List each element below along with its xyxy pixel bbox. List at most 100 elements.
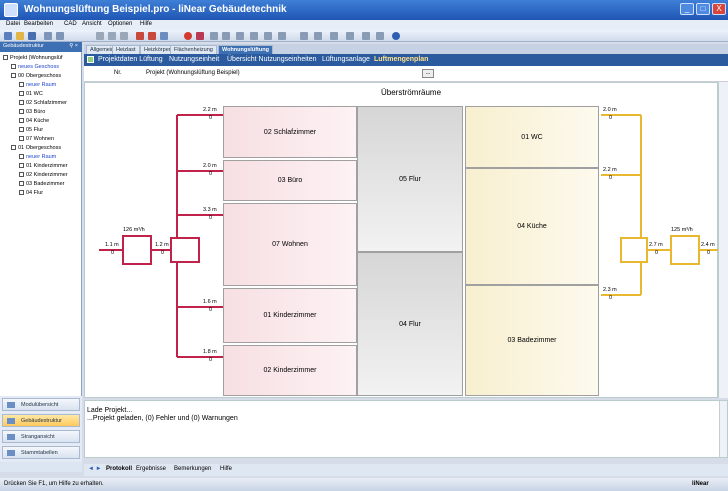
- supply-room[interactable]: 02 Kinderzimmer: [223, 345, 357, 396]
- tree-item[interactable]: 02 Kinderzimmer: [19, 172, 68, 178]
- supply-room[interactable]: 02 Schlafzimmer: [223, 106, 357, 158]
- tree-item[interactable]: 00 Obergeschoss: [11, 73, 61, 79]
- module-tab[interactable]: Wohnungslüftung: [218, 45, 273, 54]
- menu-optionen[interactable]: Optionen: [108, 21, 133, 27]
- tool12-icon[interactable]: [376, 32, 384, 40]
- supply-room[interactable]: 07 Wohnen: [223, 203, 357, 286]
- window-title: Wohnungslüftung Beispiel.pro - liNear Ge…: [24, 4, 287, 15]
- report-icon[interactable]: [196, 32, 204, 40]
- panel-pin-icon[interactable]: ⚲ ×: [69, 43, 78, 49]
- tool7-icon[interactable]: [300, 32, 308, 40]
- tree-item[interactable]: 01 Kinderzimmer: [19, 163, 68, 169]
- nav-first-icon[interactable]: ◄ ►: [88, 466, 102, 472]
- menu-bearbeiten[interactable]: Bearbeiten: [24, 21, 54, 27]
- tree-item[interactable]: 07 Wohnen: [19, 136, 54, 142]
- save-icon[interactable]: [28, 32, 36, 40]
- exhaust-room[interactable]: 01 WC: [465, 106, 599, 168]
- menu-datei[interactable]: Datei: [6, 21, 21, 27]
- log-line-2: ...Projekt geladen, (0) Fehler und (0) W…: [87, 415, 238, 422]
- supply-room[interactable]: 01 Kinderzimmer: [223, 288, 357, 343]
- maximize-button[interactable]: □: [696, 3, 710, 15]
- tree-item[interactable]: Projekt (Wohnungslüf: [3, 55, 62, 61]
- tree-item[interactable]: 03 Badezimmer: [19, 181, 65, 187]
- supply-flow-dist: 1.8 m: [203, 349, 217, 355]
- exhaust-room[interactable]: 04 Küche: [465, 168, 599, 285]
- nav-button[interactable]: Strangansicht: [2, 430, 80, 443]
- minimize-button[interactable]: _: [680, 3, 694, 15]
- tool9-icon[interactable]: [330, 32, 338, 40]
- tree-item[interactable]: 04 Küche: [19, 118, 49, 124]
- tool-icon[interactable]: [210, 32, 218, 40]
- browse-button[interactable]: ...: [422, 69, 434, 78]
- tool3-icon[interactable]: [236, 32, 244, 40]
- tree-item[interactable]: 01 Obergeschoss: [11, 145, 61, 151]
- right-in-dist: 2.7 m: [649, 242, 663, 248]
- tree-item[interactable]: neues Geschoss: [11, 64, 59, 70]
- distributor-right[interactable]: [620, 237, 648, 263]
- tree-item[interactable]: neuer Raum: [19, 82, 56, 88]
- tool4-icon[interactable]: [250, 32, 258, 40]
- overflow-room[interactable]: 05 Flur: [357, 106, 463, 252]
- exhaust-room[interactable]: 03 Badezimmer: [465, 285, 599, 396]
- tree-item-label: 03 Büro: [26, 109, 46, 115]
- new-icon[interactable]: [4, 32, 12, 40]
- nav-icon: [7, 402, 15, 408]
- nav-button[interactable]: Stammtabellen: [2, 446, 80, 459]
- tree-item[interactable]: neuer Raum: [19, 154, 56, 160]
- overflow-room[interactable]: 04 Flur: [357, 252, 463, 396]
- print-icon[interactable]: [160, 32, 168, 40]
- info-icon[interactable]: [392, 32, 400, 40]
- copy-icon[interactable]: [108, 32, 116, 40]
- menu-cad[interactable]: CAD: [64, 21, 77, 27]
- calc-icon[interactable]: [136, 32, 144, 40]
- subtab-projektdaten[interactable]: Projektdaten Lüftung: [98, 56, 163, 63]
- tool10-icon[interactable]: [346, 32, 354, 40]
- paste-icon[interactable]: [120, 32, 128, 40]
- tab-bemerkungen[interactable]: Bemerkungen: [174, 466, 212, 472]
- node-icon: [11, 73, 16, 79]
- menu-hilfe[interactable]: Hilfe: [140, 21, 153, 27]
- tree-item[interactable]: 05 Flur: [19, 127, 43, 133]
- distributor-left[interactable]: [170, 237, 200, 263]
- nav-button[interactable]: Gebäudestruktur: [2, 414, 80, 427]
- tree-item[interactable]: 02 Schlafzimmer: [19, 100, 67, 106]
- stop-icon[interactable]: [184, 32, 192, 40]
- undo-icon[interactable]: [44, 32, 52, 40]
- open-icon[interactable]: [16, 32, 24, 40]
- supply-room[interactable]: 03 Büro: [223, 160, 357, 201]
- nav-button[interactable]: Modulübersicht: [2, 398, 80, 411]
- tool11-icon[interactable]: [362, 32, 370, 40]
- left-in-dist: 1.1 m: [105, 242, 119, 248]
- subtab-uebersicht[interactable]: Übersicht Nutzungseinheiten: [227, 56, 317, 63]
- close-button[interactable]: X: [712, 3, 726, 15]
- tree-item[interactable]: 01 WC: [19, 91, 43, 97]
- ventilation-unit-right[interactable]: [670, 235, 700, 265]
- menu-ansicht[interactable]: Ansicht: [82, 21, 102, 27]
- tab-hilfe[interactable]: Hilfe: [220, 466, 233, 472]
- log-tabs: ◄ ► Protokoll Ergebnisse Bemerkungen Hil…: [84, 464, 728, 476]
- tab-ergebnisse[interactable]: Ergebnisse: [136, 466, 167, 472]
- log-scrollbar[interactable]: [719, 401, 727, 457]
- module-tab[interactable]: Flächenheizung: [170, 45, 217, 54]
- node-icon: [19, 172, 24, 178]
- tool5-icon[interactable]: [264, 32, 272, 40]
- node-icon: [19, 181, 24, 187]
- tool8-icon[interactable]: [314, 32, 322, 40]
- tab-protokoll[interactable]: Protokoll: [106, 466, 133, 472]
- tree-item-label: 04 Küche: [26, 118, 50, 124]
- tree-item[interactable]: 03 Büro: [19, 109, 45, 115]
- subtab-nutzungseinheit[interactable]: Nutzungseinheit: [169, 56, 220, 63]
- nav-icon: [7, 434, 15, 440]
- cut-icon[interactable]: [96, 32, 104, 40]
- subtab-lueftungsanlage[interactable]: Lüftungsanlage: [322, 56, 370, 63]
- vertical-scrollbar[interactable]: [718, 82, 728, 398]
- tool2-icon[interactable]: [222, 32, 230, 40]
- module-tab[interactable]: Heizlast: [112, 45, 140, 54]
- ventilation-unit-left[interactable]: [122, 235, 152, 265]
- tree-item[interactable]: 04 Flur: [19, 190, 43, 196]
- subtab-luftmengenplan[interactable]: Luftmengenplan: [374, 56, 429, 63]
- check-icon[interactable]: [148, 32, 156, 40]
- tool6-icon[interactable]: [278, 32, 286, 40]
- redo-icon[interactable]: [56, 32, 64, 40]
